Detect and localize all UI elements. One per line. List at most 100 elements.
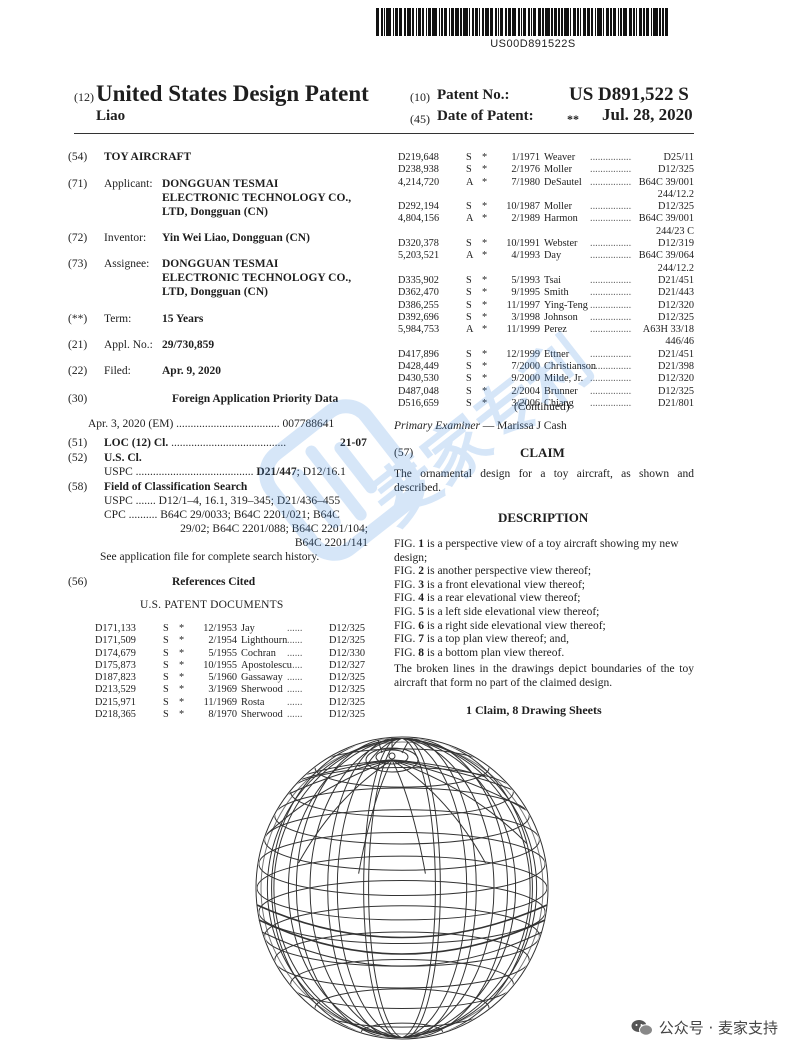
reference-name: Ying-Teng <box>544 299 588 311</box>
patent-number: US D891,522 S <box>569 84 689 105</box>
reference-number <box>398 226 466 238</box>
reference-class: 446/46 <box>665 336 694 348</box>
reference-number <box>398 336 466 348</box>
barcode-bar <box>551 8 553 36</box>
barcode-bar <box>528 8 530 36</box>
field-row: (71)Applicant:DONGGUAN TESMAI ELECTRONIC… <box>68 177 368 227</box>
barcode-bar <box>474 8 478 36</box>
reference-number: D292,194 <box>398 201 439 213</box>
reference-number: D487,048 <box>398 385 439 397</box>
barcode-bar <box>579 8 582 36</box>
examiner-sep: — <box>479 420 498 432</box>
search-block: USPC ....... D12/1–4, 16.1, 319–345; D21… <box>100 494 368 564</box>
fig-number: 1 <box>418 538 425 550</box>
reference-class: D21/451 <box>657 348 694 360</box>
barcode-bar <box>542 8 544 36</box>
barcode-bar <box>425 8 428 36</box>
reference-name: Tsai <box>544 274 562 286</box>
sphere-latitude-line <box>264 905 540 967</box>
loc-label: LOC (12) Cl. <box>104 437 169 449</box>
reference-cited-by: * <box>482 287 488 299</box>
reference-number <box>398 263 466 275</box>
field-row: (54)TOY AIRCRAFT <box>68 150 368 200</box>
reference-date: 2/1976 <box>511 164 540 176</box>
sphere-meridian-line <box>295 738 495 1038</box>
barcode-bar <box>583 8 587 36</box>
reference-leader-dots: ..................................... <box>287 672 303 684</box>
reference-leader-dots: ..................................... <box>590 299 632 311</box>
reference-number: D171,509 <box>95 635 136 647</box>
sphere-spoke-line <box>391 759 486 864</box>
reference-name: Christianson <box>544 361 597 373</box>
reference-name: Sherwood <box>241 684 283 696</box>
barcode-bar <box>594 8 597 36</box>
sphere-spoke-line <box>391 759 528 845</box>
barcode-bar <box>507 8 511 36</box>
continued-label: (Continued) <box>514 401 570 413</box>
reference-name: Cochran <box>241 647 276 659</box>
figure-description: FIG. 6 is a right side elevational view … <box>394 620 694 634</box>
reference-number: 4,804,156 <box>398 213 440 225</box>
figure-description: FIG. 8 is a bottom plan view thereof. <box>394 647 694 661</box>
barcode-bar <box>645 8 649 36</box>
field-number: (72) <box>68 232 88 244</box>
barcode-bar <box>587 8 591 36</box>
reference-leader-dots: ..................................... <box>590 287 632 299</box>
reference-leader-dots: ..................................... <box>590 311 632 323</box>
reference-number <box>398 189 466 201</box>
barcode-bar <box>451 8 455 36</box>
code-10: (10) <box>410 90 430 104</box>
fig-text: is another perspective view thereof; <box>424 565 592 578</box>
reference-name: Jay <box>241 623 255 634</box>
reference-kind: S <box>163 709 169 721</box>
reference-leader-dots <box>590 189 632 201</box>
search-label: Field of Classification Search <box>104 481 248 493</box>
barcode-bar <box>438 8 441 36</box>
barcode-bar <box>472 8 474 36</box>
fig-prefix: FIG. <box>394 605 419 618</box>
barcode-bar <box>639 8 643 36</box>
barcode-bar <box>553 8 558 36</box>
field-label: Appl. No.: <box>104 339 153 351</box>
reference-date: 3/1998 <box>511 311 540 323</box>
sphere-latitude-line <box>290 959 514 1009</box>
reference-name: Moller <box>544 201 573 213</box>
patent-type-title: United States Design Patent <box>96 81 369 106</box>
reference-date: 3/2006 <box>511 397 540 409</box>
reference-class: D12/325 <box>328 672 365 684</box>
sphere-latitude-line <box>290 767 514 817</box>
sphere-meridian-line <box>336 738 477 1038</box>
reference-class: D12/320 <box>657 373 694 385</box>
references-heading-row: (56) References Cited <box>68 575 368 591</box>
sphere-latitude-line <box>314 988 490 1028</box>
reference-cited-by: * <box>482 250 488 262</box>
barcode-bar <box>530 8 533 36</box>
reference-class: D12/325 <box>328 684 365 696</box>
reference-cited-by: * <box>179 672 185 684</box>
reference-class: D21/451 <box>657 274 694 286</box>
reference-cited-by <box>482 263 494 275</box>
reference-date: 10/1955 <box>203 659 237 671</box>
barcode-bar <box>662 8 664 36</box>
fig-prefix: FIG. <box>394 619 419 632</box>
patent-date: Jul. 28, 2020 <box>602 105 693 124</box>
reference-date: 10/1987 <box>506 201 540 213</box>
field-row: (22)Filed:Apr. 9, 2020 <box>68 364 368 414</box>
priority-heading-row: (30) Foreign Application Priority Data <box>68 392 368 408</box>
sphere-meridian-line <box>273 738 547 1038</box>
reference-class: D12/325 <box>657 385 694 397</box>
reference-leader-dots: ..................................... <box>287 635 303 647</box>
sphere-spoke-line <box>391 759 426 874</box>
reference-class: A63H 33/18 <box>642 324 694 336</box>
sphere-spoke-line <box>298 759 393 864</box>
reference-kind <box>466 263 482 275</box>
reference-number: D392,696 <box>398 311 439 323</box>
